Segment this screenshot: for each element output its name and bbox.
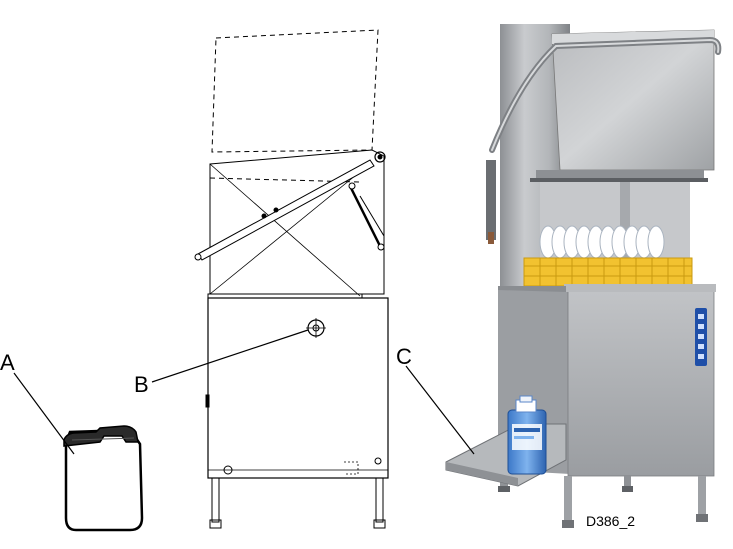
side-view-drawing xyxy=(194,29,389,529)
figure-code: D386_2 xyxy=(586,513,636,529)
detergent-bottle xyxy=(507,395,547,475)
hood-outline xyxy=(209,149,385,295)
machine-body-outline xyxy=(207,297,389,479)
dish-rack xyxy=(523,257,693,287)
canister-handle xyxy=(63,425,139,447)
leader-line-b xyxy=(151,329,309,383)
raised-hood-outline xyxy=(211,29,379,153)
callout-label-b: B xyxy=(134,372,149,397)
detergent-canister xyxy=(63,425,144,532)
leader-line-c xyxy=(405,365,475,455)
callout-label-c: C xyxy=(396,344,412,369)
dishwasher-photo xyxy=(445,24,722,528)
plates xyxy=(539,225,665,259)
leader-line-a xyxy=(13,372,75,455)
callout-label-a: A xyxy=(0,350,15,375)
